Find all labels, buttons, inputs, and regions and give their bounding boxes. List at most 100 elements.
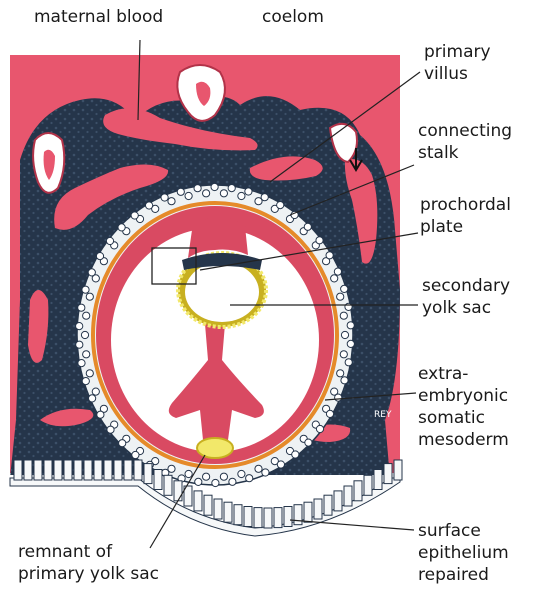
- label-remnant-primary-yolk-sac: remnant of primary yolk sac: [18, 541, 159, 585]
- cytotrophoblast-cell: [78, 304, 85, 311]
- epithelial-cell: [44, 460, 52, 480]
- cytotrophoblast-cell: [229, 478, 236, 485]
- primary-yolk-sac-remnant: [197, 438, 233, 458]
- cytotrophoblast-cell: [86, 370, 93, 377]
- epithelial-cell: [114, 460, 122, 480]
- label-connecting-stalk: connecting stalk: [418, 120, 512, 164]
- epithelial-cell: [144, 464, 152, 484]
- label-coelom: coelom: [262, 6, 324, 28]
- epithelial-cell: [304, 502, 312, 522]
- epithelial-cell: [174, 481, 182, 501]
- cytotrophoblast-cell: [119, 440, 126, 447]
- cytotrophoblast-cell: [277, 202, 284, 209]
- cytotrophoblast-cell: [203, 473, 210, 480]
- cytotrophoblast-cell: [82, 378, 89, 385]
- cytotrophoblast-cell: [292, 451, 299, 458]
- epithelial-cell: [94, 460, 102, 480]
- label-line: extra-: [418, 363, 509, 385]
- label-line: stalk: [418, 142, 512, 164]
- cytotrophoblast-cell: [194, 185, 201, 192]
- epithelial-cell: [374, 470, 382, 490]
- cytotrophoblast-cell: [86, 293, 93, 300]
- label-line: connecting: [418, 120, 512, 142]
- epithelial-cell: [234, 505, 242, 525]
- cytotrophoblast-cell: [211, 183, 218, 190]
- label-line: secondary: [422, 275, 510, 297]
- epithelial-cell: [24, 460, 32, 480]
- cytotrophoblast-cell: [345, 359, 352, 366]
- cytotrophoblast-cell: [341, 285, 348, 292]
- label-line: primary yolk sac: [18, 563, 159, 585]
- epithelial-cell: [294, 505, 302, 525]
- cytotrophoblast-cell: [76, 323, 83, 330]
- cytotrophoblast-cell: [337, 370, 344, 377]
- cytotrophoblast-cell: [146, 202, 153, 209]
- epithelial-cell: [394, 460, 402, 480]
- epithelial-cell: [364, 475, 372, 495]
- cytotrophoblast-cell: [304, 223, 311, 230]
- cytotrophoblast-cell: [89, 395, 96, 402]
- epithelial-cell: [74, 460, 82, 480]
- cytotrophoblast-cell: [220, 190, 227, 197]
- cytotrophoblast-cell: [347, 322, 354, 329]
- cytotrophoblast-cell: [228, 185, 235, 192]
- cytotrophoblast-cell: [92, 388, 99, 395]
- cytotrophoblast-cell: [255, 465, 262, 472]
- epithelial-cell: [354, 481, 362, 501]
- cytotrophoblast-cell: [132, 451, 139, 458]
- epithelial-cell: [154, 470, 162, 490]
- cytotrophoblast-cell: [76, 341, 83, 348]
- cytotrophoblast-cell: [326, 410, 333, 417]
- cytotrophoblast-cell: [96, 253, 103, 260]
- label-line: embryonic: [418, 385, 509, 407]
- cytotrophoblast-cell: [83, 312, 90, 319]
- cytotrophoblast-cell: [82, 286, 89, 293]
- label-maternal-blood: maternal blood: [34, 6, 163, 28]
- label-line: prochordal: [420, 194, 511, 216]
- cytotrophoblast-cell: [316, 425, 323, 432]
- epithelial-cell: [104, 460, 112, 480]
- cytotrophoblast-cell: [334, 268, 341, 275]
- cytotrophoblast-cell: [341, 377, 348, 384]
- cytotrophoblast-cell: [316, 237, 323, 244]
- epithelial-cell: [64, 460, 72, 480]
- epithelial-cell: [334, 491, 342, 511]
- cytotrophoblast-cell: [131, 212, 138, 219]
- cytotrophoblast-cell: [81, 331, 88, 338]
- cytotrophoblast-cell: [277, 461, 284, 468]
- cytotrophoblast-cell: [195, 478, 202, 485]
- epithelial-cell: [34, 460, 42, 480]
- cytotrophoblast-cell: [341, 331, 348, 338]
- label-line: repaired: [418, 564, 509, 586]
- cytotrophoblast-cell: [331, 275, 338, 282]
- cytotrophoblast-cell: [305, 439, 312, 446]
- cytotrophoblast-cell: [345, 303, 352, 310]
- cytotrophoblast-cell: [337, 293, 344, 300]
- cytotrophoblast-cell: [185, 192, 192, 199]
- epithelial-cell: [344, 486, 352, 506]
- label-line: plate: [420, 216, 511, 238]
- epithelial-cell: [214, 499, 222, 519]
- cytotrophoblast-cell: [262, 469, 269, 476]
- cytotrophoblast-cell: [340, 312, 347, 319]
- cytotrophoblast-cell: [246, 475, 253, 482]
- cytotrophoblast-cell: [106, 237, 113, 244]
- cytotrophoblast-cell: [238, 470, 245, 477]
- cytotrophoblast-cell: [97, 411, 104, 418]
- cytotrophoblast-cell: [335, 394, 342, 401]
- cytotrophoblast-cell: [118, 224, 125, 231]
- label-line: somatic: [418, 407, 509, 429]
- artist-signature: REY: [374, 410, 391, 420]
- cytotrophoblast-cell: [261, 194, 268, 201]
- epithelial-cell: [284, 507, 292, 527]
- label-line: primary: [424, 41, 491, 63]
- label-prochordal-plate: prochordal plate: [420, 194, 511, 238]
- cytotrophoblast-cell: [220, 473, 227, 480]
- label-secondary-yolk-sac: secondary yolk sac: [422, 275, 510, 319]
- label-surface-epithelium: surface epithelium repaired: [418, 520, 509, 586]
- epithelial-cell: [124, 460, 132, 480]
- cytotrophoblast-cell: [212, 479, 219, 486]
- label-line: remnant of: [18, 541, 159, 563]
- cytotrophoblast-cell: [340, 351, 347, 358]
- epithelial-cell: [314, 499, 322, 519]
